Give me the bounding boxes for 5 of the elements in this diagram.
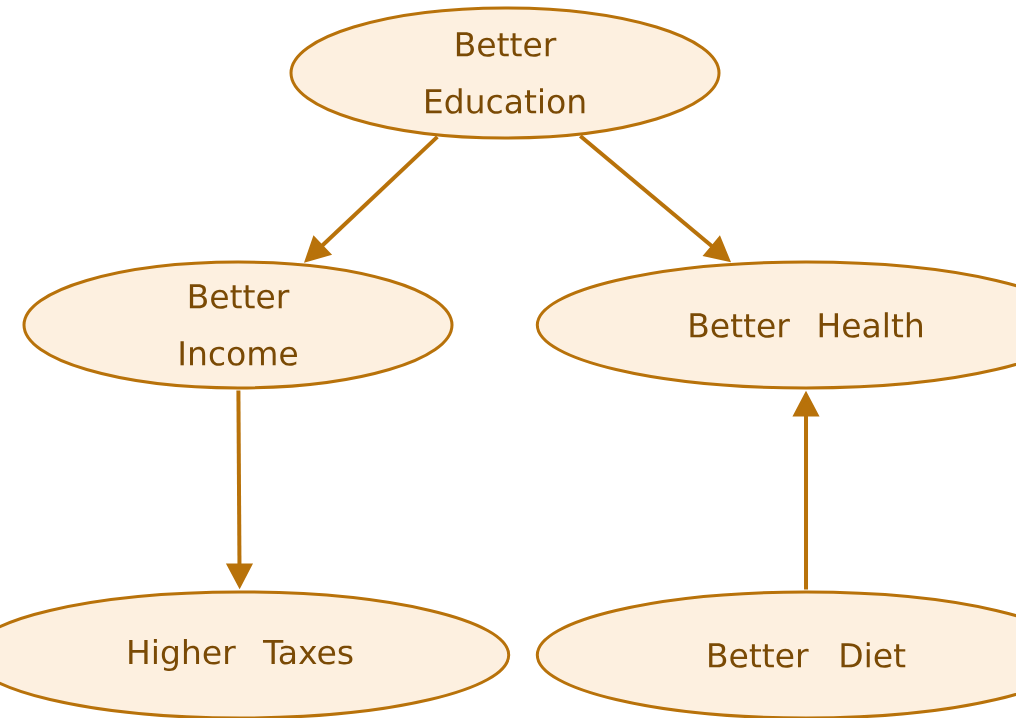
ellipse-node: Better Income xyxy=(22,260,454,390)
ellipse-node: Better Education xyxy=(289,6,721,140)
ellipse-node: Better Health xyxy=(535,260,1016,390)
ellipse-node: Better Diet xyxy=(535,590,1016,718)
ellipse-node: Higher Taxes xyxy=(0,590,511,718)
